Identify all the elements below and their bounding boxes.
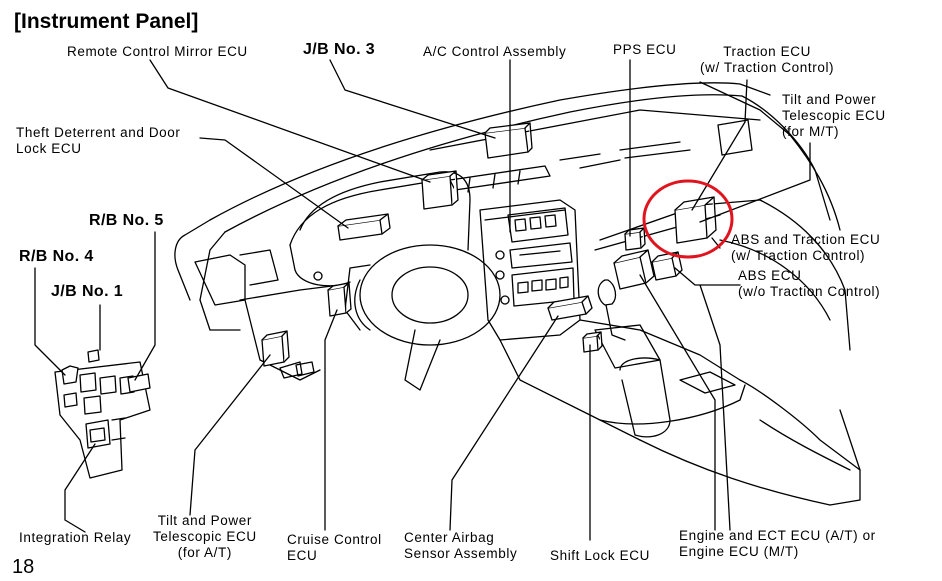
label-abs-traction: ABS and Traction ECU (w/ Traction Contro… bbox=[731, 232, 881, 263]
label-tilt-mt: Tilt and Power Telescopic ECU (for M/T) bbox=[782, 92, 886, 139]
relay-block-assembly bbox=[54, 349, 151, 479]
label-rb-no4: R/B No. 4 bbox=[19, 248, 94, 265]
traction-box bbox=[674, 204, 708, 244]
label-remote-mirror-ecu: Remote Control Mirror ECU bbox=[67, 44, 248, 59]
page-number: 18 bbox=[12, 556, 35, 578]
label-pps-ecu: PPS ECU bbox=[613, 42, 677, 57]
label-abs-ecu: ABS ECU (w/o Traction Control) bbox=[738, 268, 881, 299]
page-title: [Instrument Panel] bbox=[14, 10, 199, 33]
abs-box bbox=[651, 257, 677, 281]
highlight-circle bbox=[642, 179, 734, 259]
label-cruise-control: Cruise Control ECU bbox=[287, 532, 382, 563]
ac-control-box bbox=[484, 127, 529, 159]
label-shift-lock: Shift Lock ECU bbox=[550, 548, 650, 563]
components bbox=[261, 119, 753, 367]
label-traction-ecu: Traction ECU (w/ Traction Control) bbox=[700, 44, 835, 75]
label-ac-control: A/C Control Assembly bbox=[423, 44, 567, 59]
label-jb-no1: J/B No. 1 bbox=[51, 283, 124, 300]
leader-lines bbox=[34, 59, 811, 541]
label-engine-ecu: Engine and ECT ECU (A/T) or Engine ECU (… bbox=[679, 528, 876, 559]
label-tilt-at: Tilt and Power Telescopic ECU (for A/T) bbox=[153, 513, 257, 560]
label-center-airbag: Center Airbag Sensor Assembly bbox=[404, 530, 518, 561]
label-rb-no5: R/B No. 5 bbox=[89, 212, 164, 229]
pps-box bbox=[624, 231, 642, 251]
dashboard-outline bbox=[174, 81, 861, 506]
label-jb-no3: J/B No. 3 bbox=[303, 41, 376, 58]
label-integration-relay: Integration Relay bbox=[19, 530, 132, 545]
label-theft-deterrent: Theft Deterrent and Door Lock ECU bbox=[16, 125, 181, 156]
